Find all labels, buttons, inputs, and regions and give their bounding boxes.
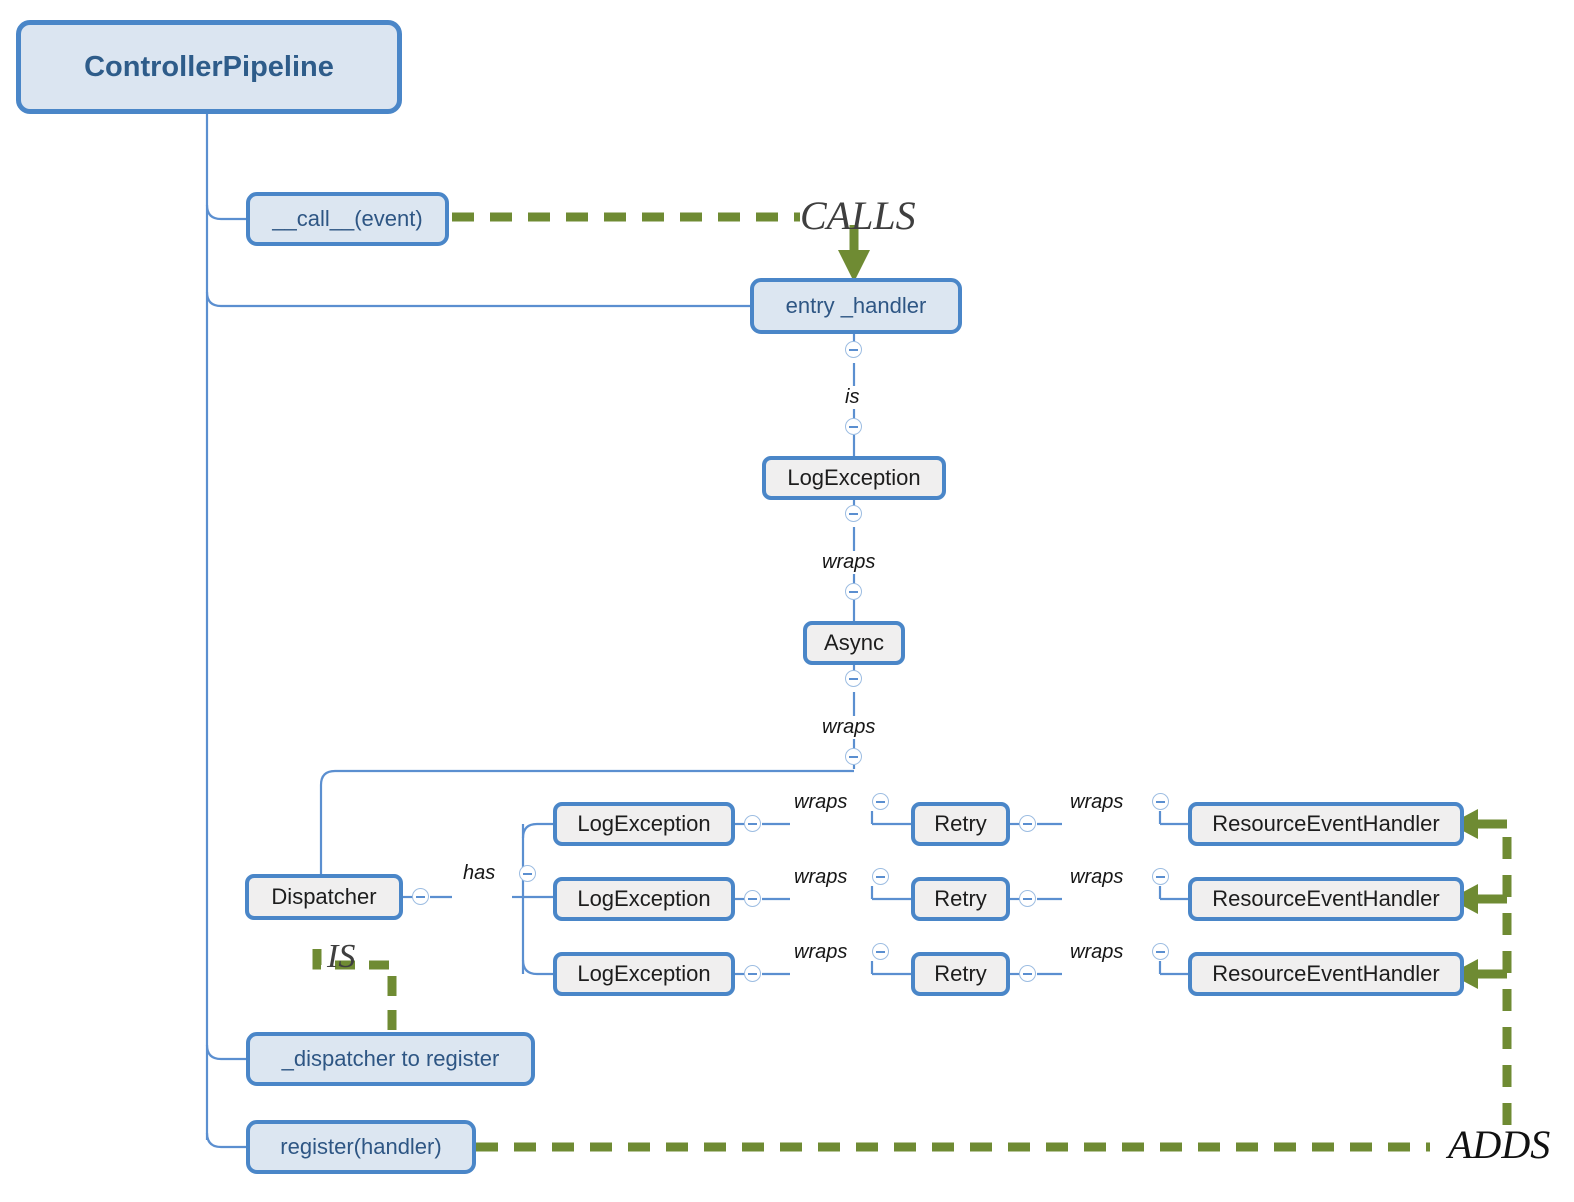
node-register-handler[interactable]: register(handler) xyxy=(246,1120,476,1174)
edge-label-row-1-wraps-b: wraps xyxy=(1070,791,1124,813)
node-label: _dispatcher to register xyxy=(281,1046,500,1071)
relation-label-calls: CALLS xyxy=(800,193,916,238)
collapse-knob-row-2-wraps-b[interactable] xyxy=(1152,868,1169,885)
collapse-knob-dispatcher[interactable] xyxy=(412,888,429,905)
collapse-knob-row-1-log[interactable] xyxy=(744,815,761,832)
node-dispatcher-to-register[interactable]: _dispatcher to register xyxy=(246,1032,535,1086)
edge-label-row-3-wraps-a: wraps xyxy=(794,941,848,963)
node-call-event[interactable]: __call__(event) xyxy=(246,192,449,246)
node-label: LogException xyxy=(577,961,711,986)
edge-label-wraps-1: wraps xyxy=(822,551,876,573)
edge-label-row-2-wraps-b: wraps xyxy=(1070,866,1124,888)
collapse-knob-chain-async-bot[interactable] xyxy=(845,670,862,687)
collapse-knob-chain-log-top[interactable] xyxy=(845,505,862,522)
edge-label-is: is xyxy=(845,386,860,408)
collapse-knob-row-3-wraps-a[interactable] xyxy=(872,943,889,960)
relation-label-is: IS xyxy=(327,938,356,975)
node-label: __call__(event) xyxy=(272,206,423,231)
node-row-1-retry[interactable]: Retry xyxy=(911,802,1010,846)
collapse-knob-wraps-1[interactable] xyxy=(845,583,862,600)
collapse-knob-row-1-wraps-a[interactable] xyxy=(872,793,889,810)
edge-label-row-1-wraps-a: wraps xyxy=(794,791,848,813)
collapse-knob-row-3-log[interactable] xyxy=(744,965,761,982)
node-controller-pipeline[interactable]: ControllerPipeline xyxy=(16,20,402,114)
collapse-knob-row-1-retry[interactable] xyxy=(1019,815,1036,832)
node-dispatcher[interactable]: Dispatcher xyxy=(245,874,403,920)
collapse-knob-row-3-retry[interactable] xyxy=(1019,965,1036,982)
collapse-knob-wraps-2[interactable] xyxy=(845,748,862,765)
collapse-knob-row-1-wraps-b[interactable] xyxy=(1152,793,1169,810)
node-label: Async xyxy=(824,630,884,655)
node-label: Dispatcher xyxy=(271,884,377,909)
node-label: Retry xyxy=(934,961,987,986)
edge-label-row-3-wraps-b: wraps xyxy=(1070,941,1124,963)
node-label: Retry xyxy=(934,886,987,911)
node-label: register(handler) xyxy=(280,1134,442,1159)
collapse-knob-row-3-wraps-b[interactable] xyxy=(1152,943,1169,960)
node-label: ResourceEventHandler xyxy=(1212,811,1440,836)
node-chain-logexception[interactable]: LogException xyxy=(762,456,946,500)
node-label: LogException xyxy=(787,465,921,490)
node-row-2-logexception[interactable]: LogException xyxy=(553,877,735,921)
edge-label-has: has xyxy=(463,862,496,884)
node-row-3-retry[interactable]: Retry xyxy=(911,952,1010,996)
collapse-knob-row-2-log[interactable] xyxy=(744,890,761,907)
relation-label-adds: ADDS xyxy=(1448,1122,1551,1167)
node-label: LogException xyxy=(577,886,711,911)
node-row-2-resource-event-handler[interactable]: ResourceEventHandler xyxy=(1188,877,1464,921)
node-label: entry _handler xyxy=(785,293,927,318)
node-entry-handler[interactable]: entry _handler xyxy=(750,278,962,334)
collapse-knob-row-2-retry[interactable] xyxy=(1019,890,1036,907)
node-label: ResourceEventHandler xyxy=(1212,886,1440,911)
node-chain-async[interactable]: Async xyxy=(803,621,905,665)
collapse-knob-is[interactable] xyxy=(845,418,862,435)
node-row-1-resource-event-handler[interactable]: ResourceEventHandler xyxy=(1188,802,1464,846)
collapse-knob-row-2-wraps-a[interactable] xyxy=(872,868,889,885)
edge-label-wraps-2: wraps xyxy=(822,716,876,738)
node-row-3-resource-event-handler[interactable]: ResourceEventHandler xyxy=(1188,952,1464,996)
collapse-knob-has[interactable] xyxy=(519,865,536,882)
node-label: Retry xyxy=(934,811,987,836)
node-row-2-retry[interactable]: Retry xyxy=(911,877,1010,921)
collapse-knob-entry-handler[interactable] xyxy=(845,341,862,358)
node-label: ResourceEventHandler xyxy=(1212,961,1440,986)
node-row-3-logexception[interactable]: LogException xyxy=(553,952,735,996)
node-label: ControllerPipeline xyxy=(84,50,334,83)
node-label: LogException xyxy=(577,811,711,836)
node-row-1-logexception[interactable]: LogException xyxy=(553,802,735,846)
edge-label-row-2-wraps-a: wraps xyxy=(794,866,848,888)
